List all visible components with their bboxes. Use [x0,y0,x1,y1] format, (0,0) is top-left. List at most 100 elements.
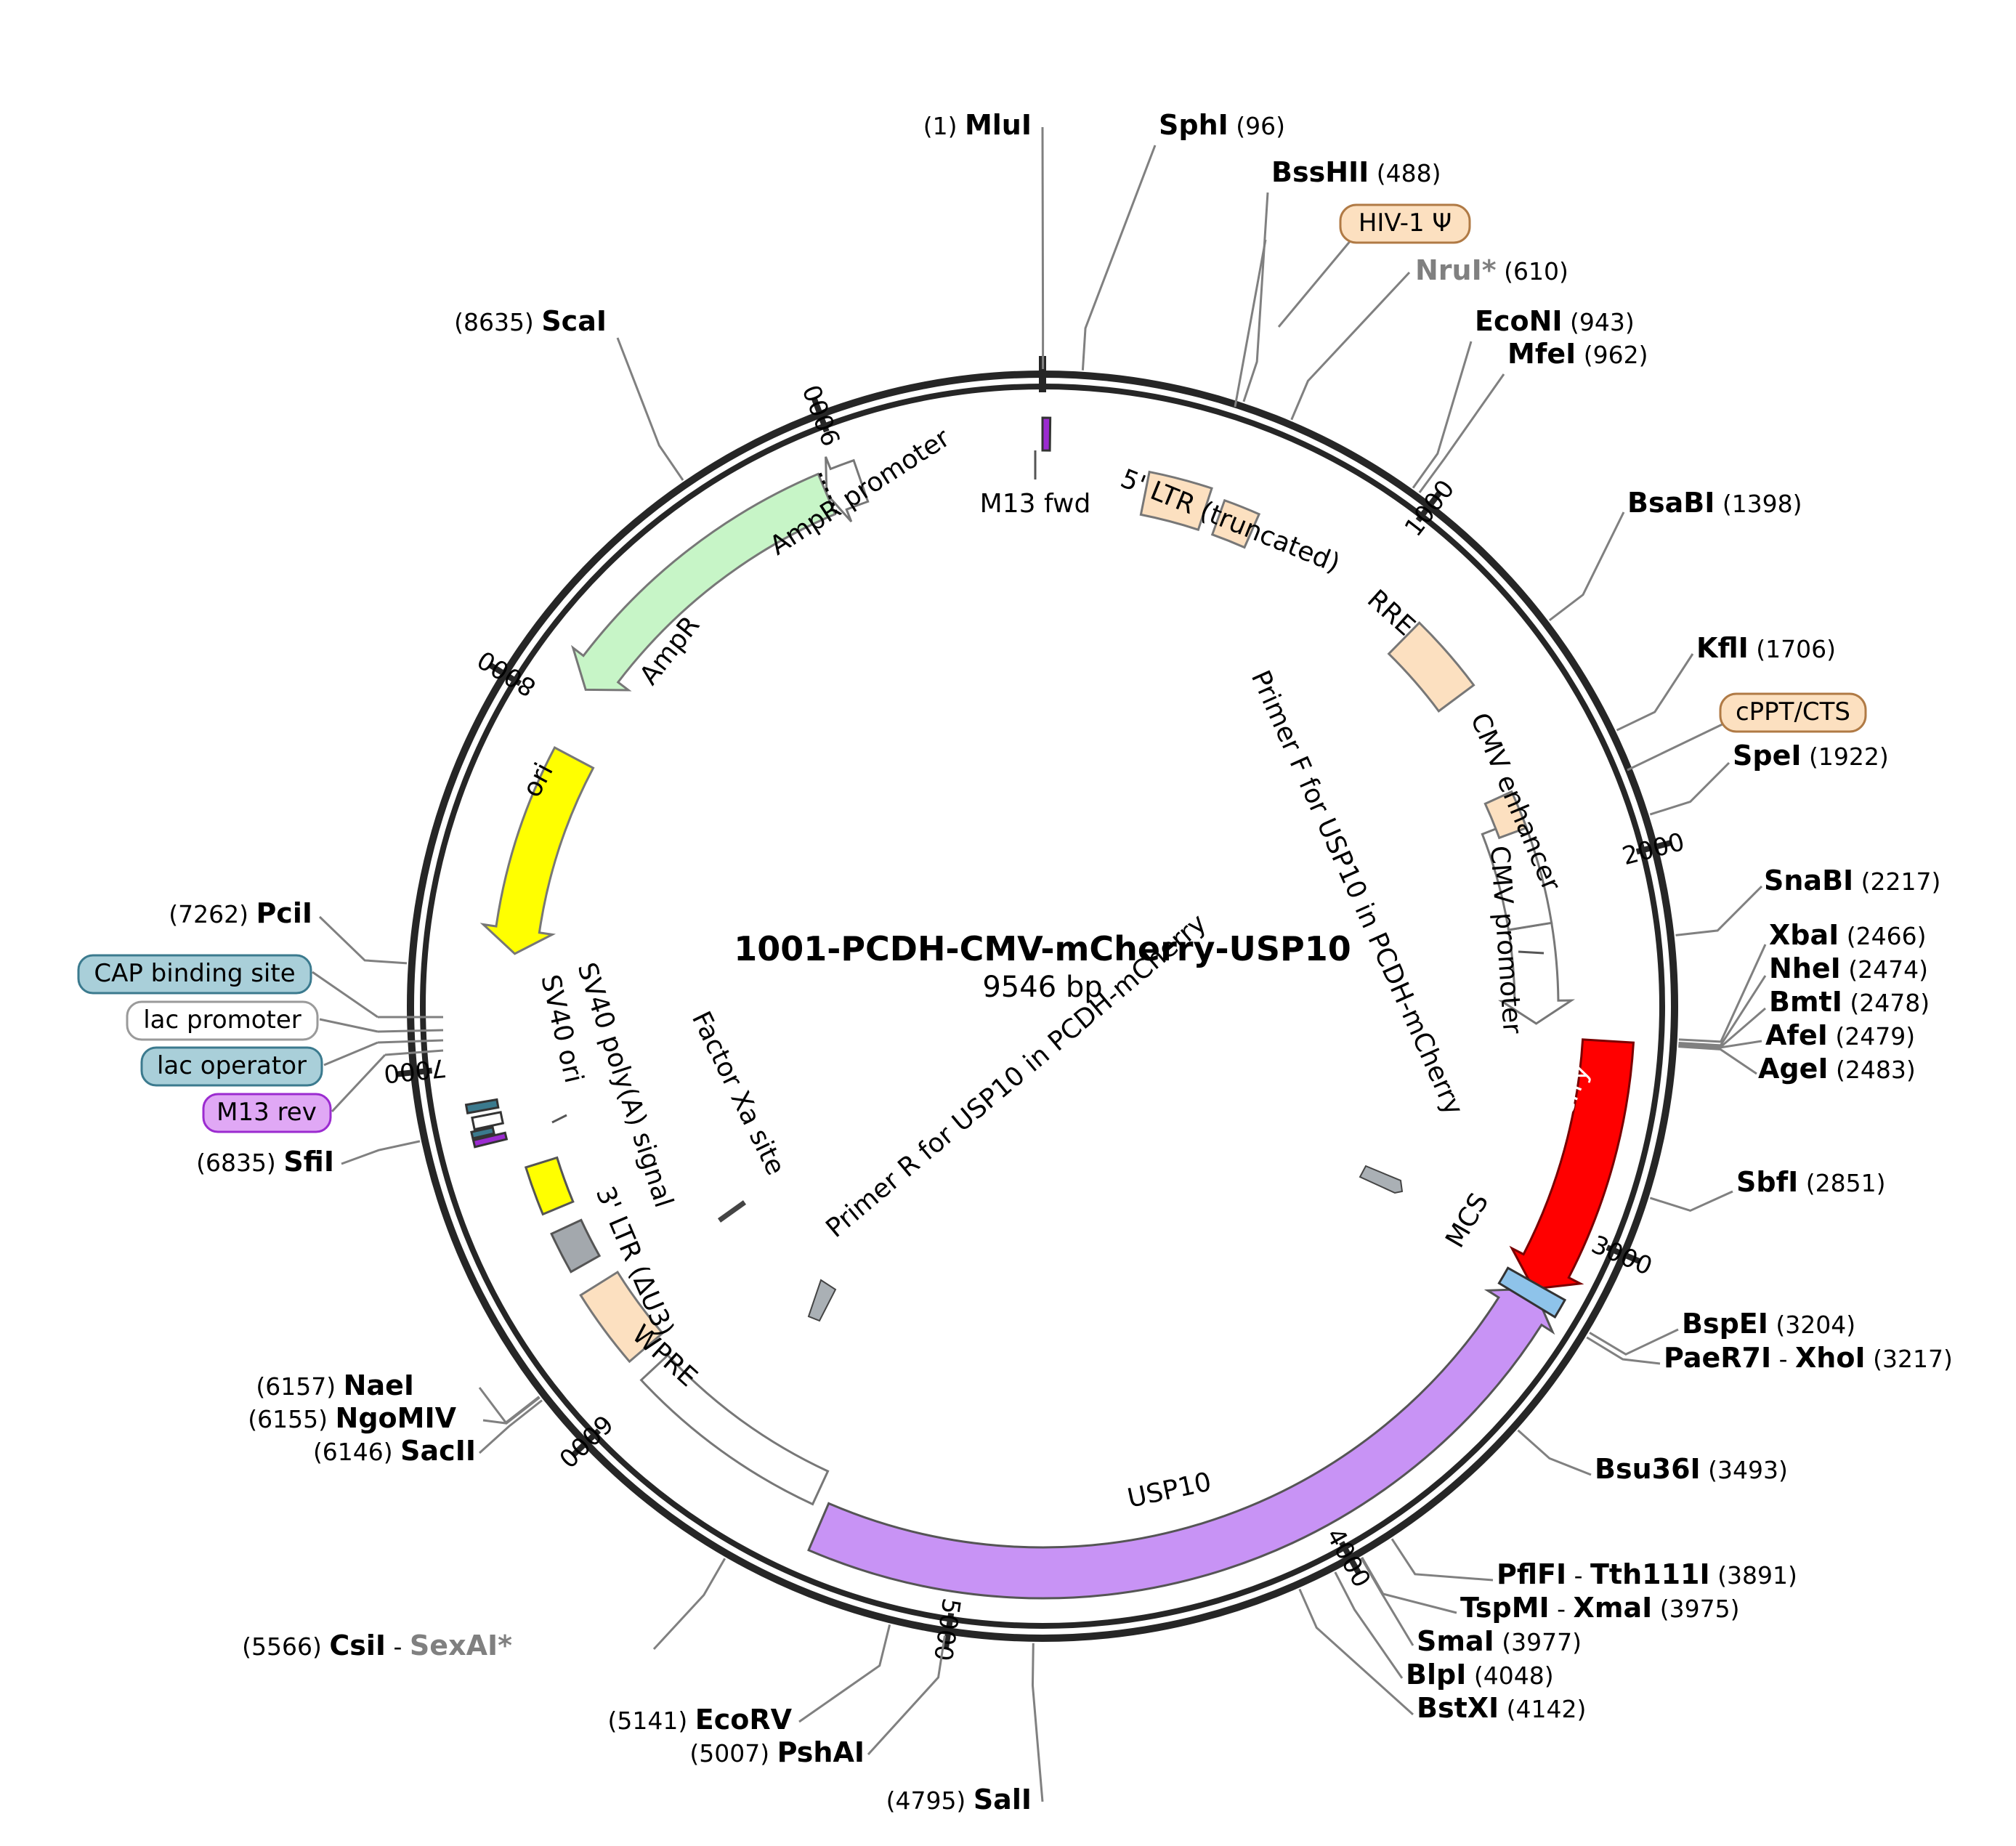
site-label-bmti[interactable]: BmtI (2478) [1769,986,1930,1018]
hiv-label: HIV-1 Ψ [1359,209,1452,238]
cppt-label: cPPT/CTS [1736,697,1850,726]
feature-hivbox[interactable] [1210,498,1261,549]
site-label-bsshii[interactable]: BssHII (488) [1271,156,1441,188]
cap-pill [77,954,312,995]
site-label-ecorv[interactable]: (5141) EcoRV [608,1704,793,1736]
site-label-pcii[interactable]: (7262) PciI [169,897,312,929]
site-leader-kfli [1616,653,1694,732]
tick-label: 2000 [1619,827,1688,871]
site-label-scai[interactable]: (8635) ScaI [454,305,607,337]
feature-sv40pa[interactable] [550,1218,602,1274]
tick-2000 [1635,839,1673,855]
plasmid-name: 1001-PCDH-CMV-mCherry-USP10 [734,929,1351,968]
tick-label: 3000 [1587,1230,1656,1282]
site-label-paer7i[interactable]: PaeR7I - XhoI (3217) [1664,1342,1953,1374]
site-label-nhei[interactable]: NheI (2474) [1769,952,1928,984]
site-leader-ecorv [798,1624,891,1723]
lacp-pill [126,1000,319,1041]
feature-cmvprom[interactable] [1497,921,1576,1025]
site-label-ngomiv[interactable]: (6155) NgoMIV [248,1402,456,1434]
site-label-bsu36i[interactable]: Bsu36I (3493) [1595,1453,1788,1485]
site-leader-pflfi [1390,1538,1494,1582]
site-leader-sfii [341,1140,421,1165]
primer-f-mark [1359,1165,1404,1194]
feature-ori[interactable] [479,746,595,955]
tick-4000 [1339,1541,1362,1576]
site-leader-scai [616,337,684,481]
site-leader-afei [1678,1040,1762,1049]
cppt-leader [1627,721,1726,772]
site-label-afei[interactable]: AfeI (2479) [1765,1019,1915,1051]
site-label-csii[interactable]: (5566) CsiI - SexAI* [242,1630,512,1661]
lacp-label: lac promoter [143,1005,301,1035]
site-leader-sacii [478,1399,543,1454]
site-label-agei[interactable]: AgeI (2483) [1758,1053,1916,1085]
site-label-smai[interactable]: SmaI (3977) [1417,1625,1582,1657]
feature-mcs[interactable] [1497,1266,1567,1319]
site-leader-sbfi [1649,1190,1733,1213]
feature-rre[interactable] [1387,621,1475,713]
feature-lacpbox[interactable] [471,1111,505,1131]
feature-usp10[interactable] [807,1287,1555,1600]
tick-7000 [395,1067,433,1077]
site-label-sbfi[interactable]: SbfI (2851) [1736,1166,1885,1198]
feature-sv40ori[interactable] [524,1156,575,1216]
feature-m13fwd[interactable] [1041,416,1052,452]
site-label-snabi[interactable]: SnaBI (2217) [1764,865,1940,896]
site-leader-pshai [867,1635,946,1756]
cap-leader [312,971,378,1019]
site-label-sfii[interactable]: (6835) SfiI [196,1146,334,1178]
site-label-tspmi[interactable]: TspMI - XmaI (3975) [1460,1592,1739,1624]
site-label-naei[interactable]: (6157) NaeI [256,1369,414,1401]
factorxa-label: Factor Xa site [686,1007,790,1180]
factorxa-mark [717,1200,747,1223]
sites-layer: (1) MluI SphI (96) BssHII (488) NruI* (610)… [169,109,1953,1815]
site-label-nrui[interactable]: NruI* (610) [1415,254,1568,286]
feature-wpre[interactable] [639,1353,830,1506]
cap-label: CAP binding site [94,959,295,988]
feature-amprprom[interactable] [825,456,870,523]
site-leader-csii [652,1558,726,1651]
feature-ampr[interactable] [570,472,837,692]
site-leader-agei [1678,1045,1757,1075]
site-label-pflfi[interactable]: PflFI - Tth111I (3891) [1497,1558,1797,1590]
site-label-xbai[interactable]: XbaI (2466) [1769,919,1927,951]
m13rev-label: M13 rev [216,1098,317,1127]
site-label-kfli[interactable]: KflI (1706) [1696,632,1836,664]
plasmid-size: 9546 bp [982,971,1102,1004]
site-leader-paer7i [1586,1336,1661,1365]
feature-cmvenh[interactable] [1481,817,1553,931]
tick-label: 9000 [798,381,847,450]
site-label-pshai[interactable]: (5007) PshAI [689,1736,865,1768]
feature-m13revbox[interactable] [471,1131,509,1149]
site-label-mlui[interactable]: (1) MluI [923,109,1032,141]
mcs-label: MCS [1440,1189,1494,1253]
site-label-econi[interactable]: EcoNI (943) [1475,305,1635,337]
feature-ltr3[interactable] [579,1270,665,1364]
feature-cpptbox[interactable] [1483,790,1529,840]
site-label-bspei[interactable]: BspEI (3204) [1682,1308,1855,1340]
tick-3000 [1606,1244,1642,1265]
site-label-sphi[interactable]: SphI (96) [1159,109,1285,141]
site-leader-xbai [1678,944,1767,1043]
site-label-bstxi[interactable]: BstXI (4142) [1417,1692,1586,1724]
cppt-pill [1719,692,1867,733]
feature-capbox[interactable] [464,1098,500,1115]
site-label-mfei[interactable]: MfeI (962) [1507,338,1648,370]
feature-lacobox[interactable] [470,1125,495,1140]
site-label-blpi[interactable]: BlpI (4048) [1406,1659,1554,1691]
site-leader-nrui [1290,271,1411,421]
site-leader-econi [1412,341,1473,489]
site-label-spei[interactable]: SpeI (1922) [1733,740,1889,772]
site-label-sali[interactable]: (4795) SalI [886,1784,1032,1815]
laco-leader [323,1041,378,1066]
primer-r-mark [807,1279,837,1322]
site-leader-bsu36i [1517,1429,1592,1476]
feature-ltr5a[interactable] [1139,470,1213,532]
site-leader-smai [1360,1557,1414,1646]
site-label-sacii[interactable]: (6146) SacII [313,1435,476,1467]
m13rev-leader [331,1053,386,1113]
tick-1000 [1415,490,1443,522]
site-label-bsabi[interactable]: BsaBI (1398) [1627,487,1802,519]
